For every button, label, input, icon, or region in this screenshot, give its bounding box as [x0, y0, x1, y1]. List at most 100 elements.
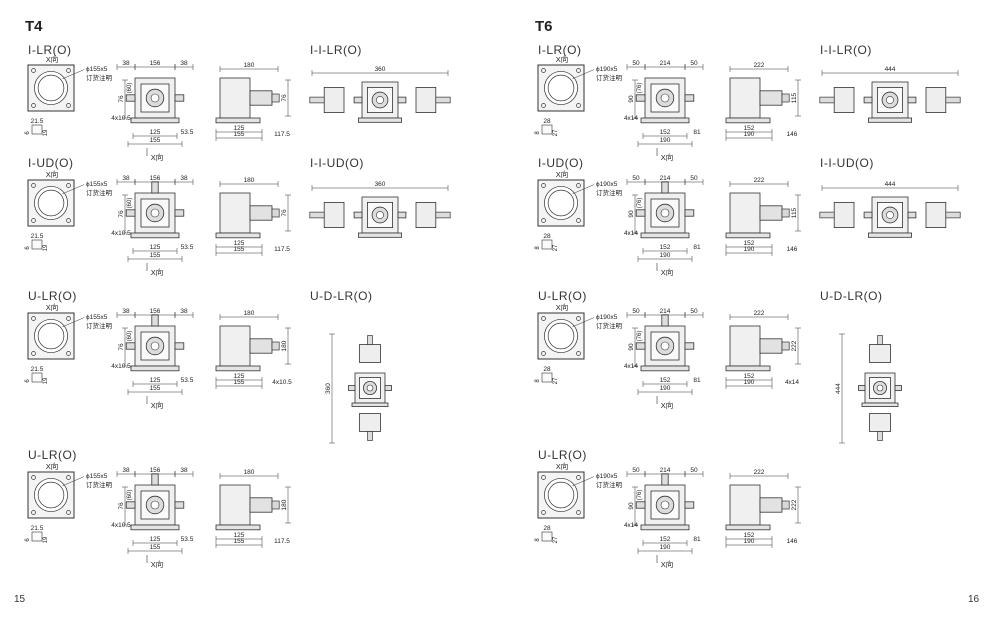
side-housing [729, 77, 761, 119]
dimension-text: 180 [244, 469, 255, 476]
dimension-text: 76 [281, 209, 288, 217]
dimension-text: (76) [637, 490, 643, 501]
dimension-text: 222 [754, 62, 765, 69]
side-motor-stub [759, 205, 783, 221]
flange-bore [34, 319, 68, 353]
page-number-right: 16 [968, 594, 980, 605]
bolt-hole [66, 510, 71, 515]
base-plate [130, 117, 180, 124]
flange-inner [37, 189, 65, 217]
double-variant-label: I-I-LR(O) [310, 43, 362, 57]
dimension-text: 81 [693, 536, 701, 543]
top-shaft [151, 473, 159, 486]
leader-line [62, 184, 85, 195]
dimension-text: 146 [787, 538, 798, 545]
flange-bore [544, 71, 578, 105]
dimension-text: 38 [122, 60, 130, 67]
left-shaft [125, 501, 136, 509]
right-shaft [684, 94, 695, 102]
page-number-left: 15 [14, 594, 26, 605]
dimension-text: 90 [628, 343, 635, 351]
shaft-bore [660, 341, 670, 351]
hole-note: 4x10.5 [111, 363, 131, 370]
dimension-text: 190 [660, 137, 671, 144]
front-gearbox [635, 314, 695, 372]
dimension-text: 27 [553, 129, 559, 136]
bolt-hole [31, 218, 36, 223]
shaft-bore [376, 211, 384, 219]
hole-note: 4x10.5 [111, 115, 131, 122]
dimension-text: 50 [690, 308, 698, 315]
flange-note: ϕ155x5 [86, 314, 108, 321]
view-direction-label: X向 [556, 302, 569, 312]
base-plate [351, 402, 389, 407]
view-direction-label: X向 [46, 302, 59, 312]
leader-line [62, 476, 85, 487]
bolt-hole [541, 103, 546, 108]
top-end-shaft [877, 335, 883, 345]
left-shaft [347, 385, 356, 391]
side-housing [219, 77, 251, 119]
dimension-text: 38 [180, 175, 188, 182]
side-motor-stub [249, 497, 273, 513]
order-note: 订货注明 [86, 188, 113, 197]
dimension-text: 214 [660, 308, 671, 315]
key-detail [541, 124, 553, 135]
dimension-text: 180 [244, 310, 255, 317]
view-direction-label: X向 [46, 461, 59, 471]
front-gearbox [125, 314, 185, 372]
right-end-shaft [945, 211, 961, 219]
dimension-text: 180 [244, 62, 255, 69]
dimension-text: 81 [693, 377, 701, 384]
left-shaft [125, 342, 136, 350]
bolt-hole [31, 68, 36, 73]
side-shaft [781, 93, 790, 103]
side-housing [219, 192, 251, 234]
key-detail [31, 372, 43, 383]
side-base [215, 117, 261, 124]
bolt-hole [31, 316, 36, 321]
bolt-hole [66, 183, 71, 188]
left-end-shaft [819, 96, 835, 104]
dimension-text: 50 [690, 467, 698, 474]
dimension-text: 8 [535, 379, 541, 383]
right-shaft [384, 385, 392, 391]
dimension-text: (60) [127, 490, 133, 501]
hole-note: 4x14 [624, 230, 638, 237]
side-motor-stub [759, 90, 783, 106]
flange-inner [547, 481, 575, 509]
dimension-text: 152 [744, 125, 755, 132]
top-shaft [661, 181, 669, 194]
leader-line [572, 317, 595, 328]
flange-bore [34, 186, 68, 220]
dimension-text: 76 [118, 95, 125, 103]
left-shaft [635, 342, 646, 350]
side-shaft [271, 93, 280, 103]
dimension-text: 8 [535, 131, 541, 135]
view-direction-label: X向 [46, 54, 59, 64]
bolt-hole [576, 351, 581, 356]
dimension-text: 125 [150, 377, 161, 384]
dimension-text: 152 [744, 373, 755, 380]
dimension-text: 190 [660, 252, 671, 259]
bolt-hole [576, 103, 581, 108]
dimension-text: 222 [754, 469, 765, 476]
key-detail [31, 531, 43, 542]
dimension-text: 19 [43, 536, 49, 543]
hole-note: 4x10.5 [111, 230, 131, 237]
dimension-text: 222 [754, 177, 765, 184]
bottom-end-shaft [367, 431, 373, 441]
dimension-text: 156 [150, 175, 161, 182]
key-detail [31, 239, 43, 250]
leader-line [572, 184, 595, 195]
dimension-text: 6 [25, 131, 31, 135]
dimension-text: 50 [690, 175, 698, 182]
right-end-shaft [435, 96, 451, 104]
dimension-text: 38 [122, 175, 130, 182]
dimension-text: 125 [150, 129, 161, 136]
center-gearbox [863, 196, 917, 238]
right-end-shaft [435, 211, 451, 219]
dimension-text: 155 [234, 131, 245, 138]
left-end-shaft [819, 211, 835, 219]
center-gearbox [863, 81, 917, 123]
